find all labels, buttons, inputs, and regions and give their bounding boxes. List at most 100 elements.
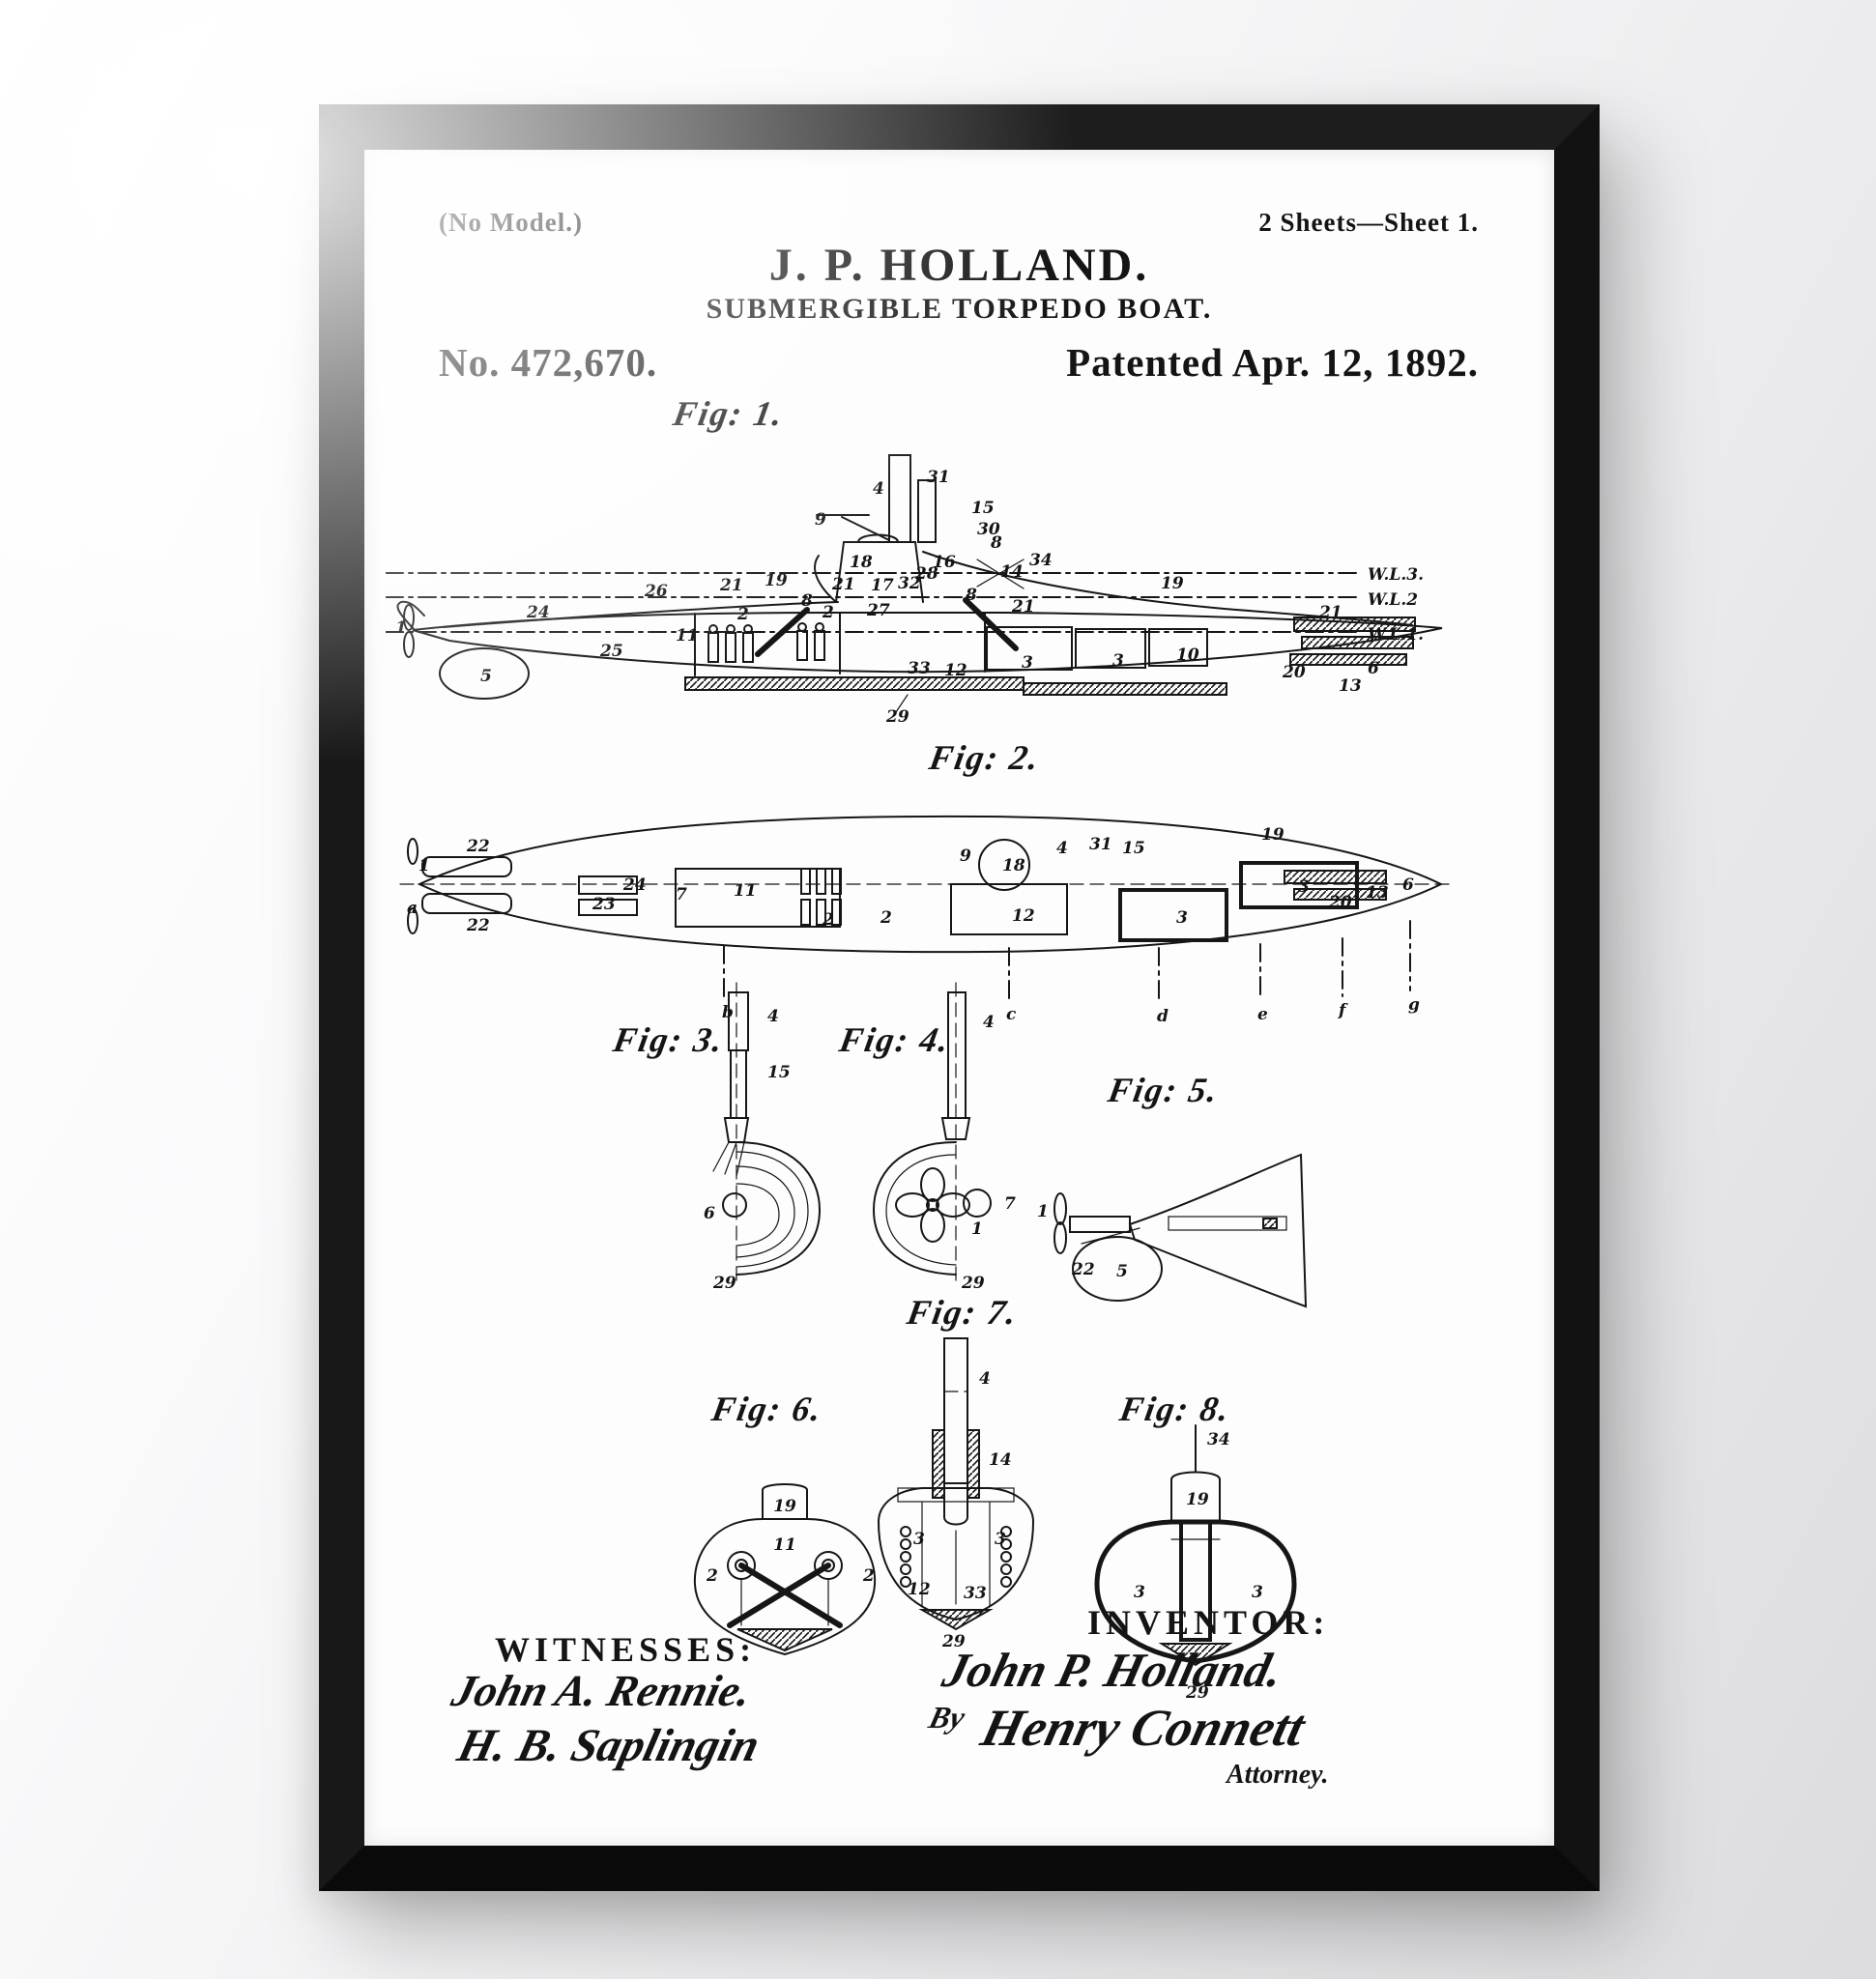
svg-text:16: 16 [933,553,956,572]
attorney-signature: Henry Connett [975,1699,1312,1757]
svg-text:W.L.1.: W.L.1. [1368,625,1424,645]
svg-text:d: d [1157,1007,1169,1026]
svg-text:2: 2 [880,908,892,928]
attorney-label: Attorney. [1227,1760,1329,1790]
svg-text:1: 1 [971,1219,983,1239]
svg-text:20: 20 [1282,663,1306,682]
svg-text:11: 11 [734,881,757,901]
svg-text:W.L.3.: W.L.3. [1368,565,1424,585]
svg-text:22: 22 [1071,1260,1095,1279]
propeller-rosette [895,1167,970,1243]
patent-title: SUBMERGIBLE TORPEDO BOAT. [706,293,1213,325]
svg-text:11: 11 [676,626,699,645]
svg-text:9: 9 [960,846,971,866]
svg-text:g: g [1408,995,1420,1015]
svg-text:9: 9 [815,510,826,530]
svg-text:18: 18 [1002,856,1025,875]
conning-tower [814,454,1025,603]
picture-frame: (No Model.) 2 Sheets—Sheet 1. J. P. HOLL… [319,104,1600,1891]
svg-text:2: 2 [706,1566,718,1586]
svg-text:29: 29 [1185,1683,1209,1703]
svg-text:31: 31 [927,468,950,487]
svg-text:32: 32 [898,574,921,593]
plan-interior [578,839,1359,942]
svg-text:13: 13 [1366,883,1389,903]
bulkheads [694,612,1208,676]
witness-signature-1: John A. Rennie. [447,1666,757,1715]
patent-sheet: (No Model.) 2 Sheets—Sheet 1. J. P. HOLL… [364,150,1554,1846]
svg-text:3: 3 [913,1530,925,1549]
svg-text:19: 19 [1261,825,1284,845]
svg-text:33: 33 [964,1584,987,1603]
svg-text:3: 3 [995,1530,1006,1549]
svg-text:24: 24 [622,875,647,895]
patent-date: Patented Apr. 12, 1892. [1066,340,1479,385]
svg-text:23: 23 [592,895,616,914]
svg-text:8: 8 [965,586,977,605]
fig5-caption: Fig: 5. [1105,1071,1223,1109]
sheet-count: 2 Sheets—Sheet 1. [1258,208,1479,237]
svg-text:12: 12 [1012,906,1035,926]
svg-text:3: 3 [1112,651,1124,671]
svg-text:20: 20 [1328,893,1352,912]
svg-text:27: 27 [866,601,890,620]
inventor-signature: John P. Holland. [938,1643,1289,1697]
svg-text:3: 3 [1134,1583,1145,1602]
fig2-caption: Fig: 2. [926,738,1044,777]
svg-text:13: 13 [1339,676,1362,696]
no-model-note: (No Model.) [439,208,583,237]
svg-text:19: 19 [773,1497,796,1516]
svg-text:4: 4 [1056,839,1068,858]
svg-text:28: 28 [914,564,938,584]
witness-signature-2: H. B. Saplingin [452,1720,765,1771]
svg-text:10: 10 [1176,645,1199,665]
svg-text:5: 5 [480,667,492,686]
svg-text:34: 34 [1029,551,1053,570]
svg-text:3: 3 [1252,1583,1263,1602]
svg-text:17: 17 [871,576,894,595]
svg-text:5: 5 [1116,1262,1128,1281]
svg-text:1: 1 [1037,1202,1049,1221]
svg-text:22: 22 [466,916,490,935]
svg-text:2: 2 [822,603,834,622]
svg-text:1: 1 [418,856,430,875]
svg-text:6: 6 [704,1204,715,1223]
svg-text:19: 19 [765,571,788,590]
svg-text:7: 7 [676,885,687,904]
inventor-title: J. P. HOLLAND. [768,240,1150,291]
svg-text:8: 8 [800,591,813,611]
svg-text:2: 2 [736,605,749,624]
svg-text:33: 33 [908,659,931,678]
svg-text:12: 12 [944,661,967,680]
svg-text:18: 18 [850,553,873,572]
svg-text:f: f [1338,1001,1348,1020]
by-label: By [925,1700,969,1735]
svg-text:12: 12 [908,1580,931,1599]
patent-number: No. 472,670. [439,340,658,385]
svg-text:a: a [407,899,418,918]
svg-text:c: c [1006,1005,1017,1024]
svg-text:31: 31 [1089,835,1112,854]
svg-text:24: 24 [526,603,550,622]
svg-text:2: 2 [862,1566,875,1586]
svg-text:14: 14 [1000,562,1024,582]
svg-text:29: 29 [941,1632,966,1651]
waterlines [386,572,1359,633]
svg-text:3: 3 [1298,877,1310,897]
svg-text:29: 29 [961,1274,985,1292]
svg-text:1: 1 [395,618,407,638]
svg-text:4: 4 [873,479,884,499]
svg-text:e: e [1257,1005,1268,1024]
svg-text:11: 11 [773,1535,796,1555]
svg-text:8: 8 [990,533,1002,553]
svg-text:21: 21 [1011,597,1035,617]
svg-text:26: 26 [644,582,668,601]
engines [707,622,825,663]
fig6-section-drawing: 19 11 2 2 [674,1449,896,1672]
